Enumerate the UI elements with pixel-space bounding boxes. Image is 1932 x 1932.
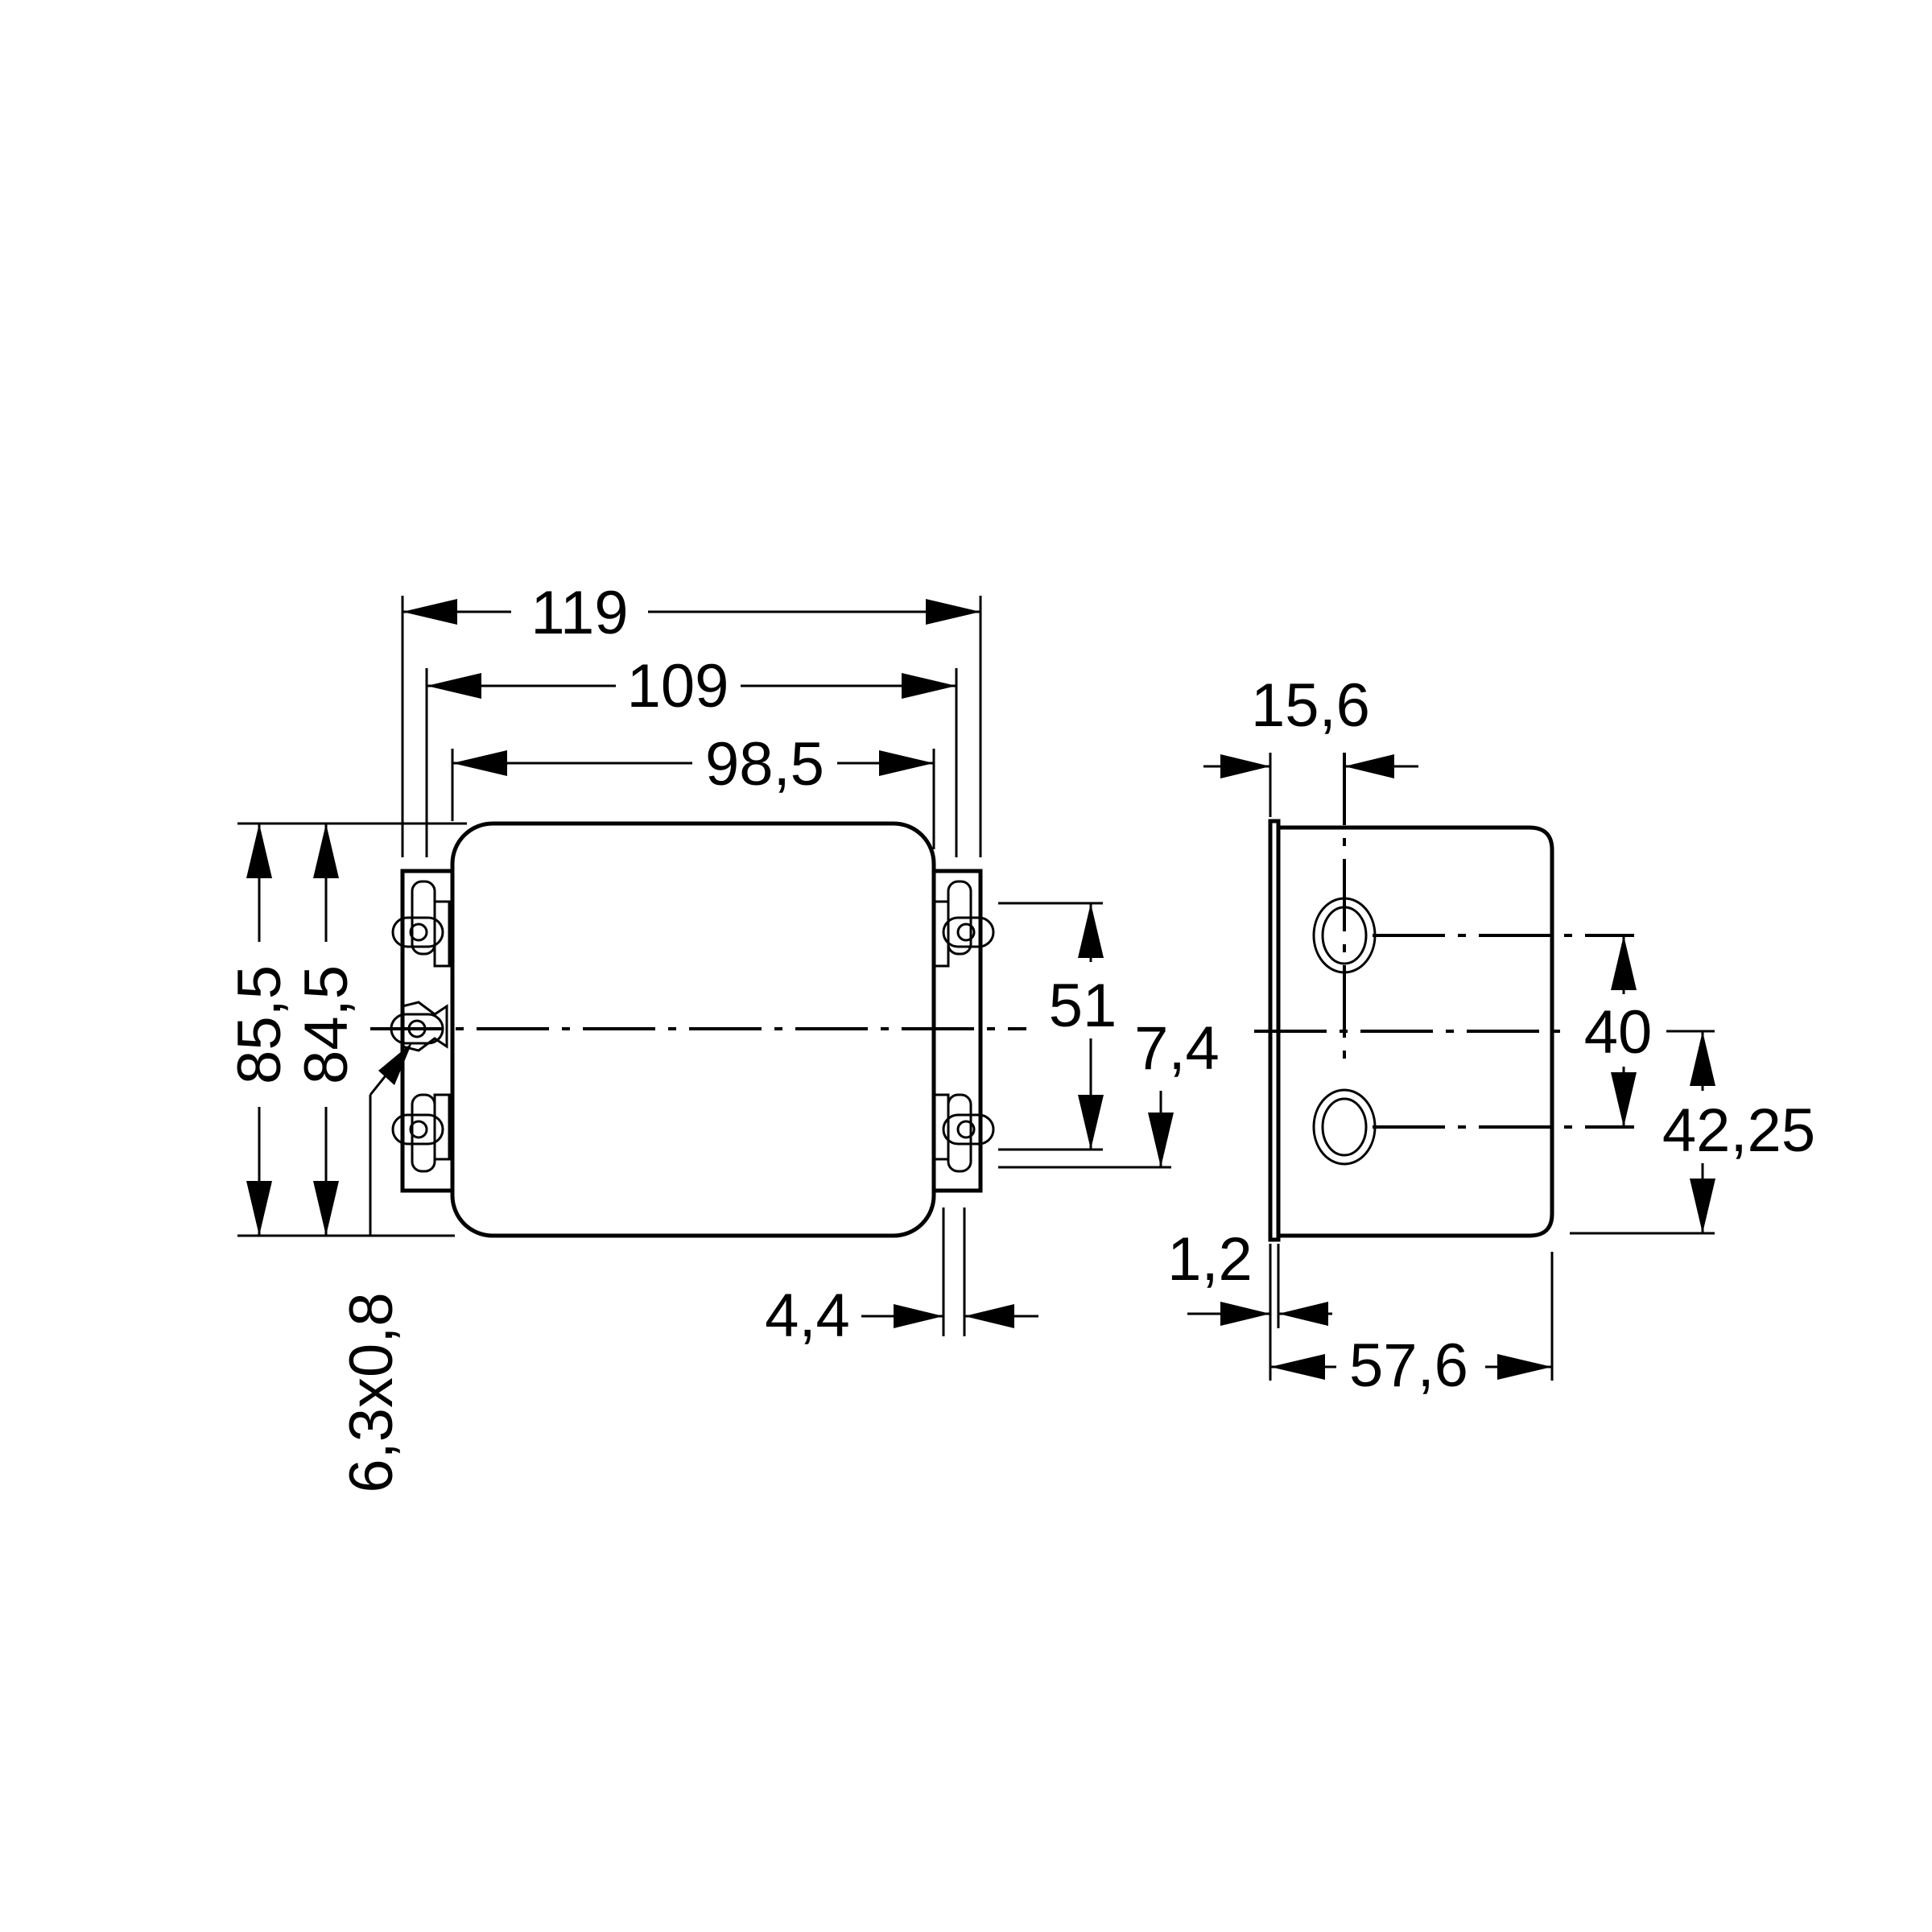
label-51: 51 <box>1049 972 1117 1040</box>
side-terminal-bottom <box>1312 1088 1377 1166</box>
label-40: 40 <box>1584 998 1653 1067</box>
dim-body-height: 84,5 <box>292 824 361 1236</box>
dim-terminal-spacing: 51 <box>1049 903 1117 1150</box>
label-57-6: 57,6 <box>1349 1331 1468 1400</box>
dim-tab-thickness: 4,4 <box>765 1282 1038 1350</box>
dim-body-width: 98,5 <box>452 730 934 799</box>
side-view: 15,6 40 42,25 1,2 <box>1167 671 1815 1400</box>
dim-center-height: 42,25 <box>1662 1031 1815 1233</box>
label-15-6: 15,6 <box>1251 671 1370 740</box>
label-84-5: 84,5 <box>292 965 361 1084</box>
label-terminal-size: 6,3x0,8 <box>337 1292 406 1492</box>
dim-body-depth: 57,6 <box>1270 1331 1552 1400</box>
label-109: 109 <box>627 652 729 720</box>
dim-flange-offset: 7,4 <box>1134 1014 1220 1167</box>
right-terminal-top <box>932 880 995 968</box>
left-terminal-bottom <box>391 1093 451 1173</box>
left-terminal-middle <box>390 1001 448 1052</box>
dim-hole-spacing: 40 <box>1584 935 1653 1127</box>
label-4-4: 4,4 <box>765 1282 850 1350</box>
terminal-leader: 6,3x0,8 <box>337 1042 412 1493</box>
label-42-25: 42,25 <box>1662 1096 1815 1165</box>
dim-flange-thickness: 1,2 <box>1167 1225 1332 1326</box>
right-terminal-bottom <box>932 1093 995 1173</box>
left-terminal-top <box>391 880 451 968</box>
label-1-2: 1,2 <box>1167 1225 1253 1294</box>
label-85-5: 85,5 <box>225 965 294 1084</box>
dim-terminal-offset: 15,6 <box>1203 671 1418 778</box>
label-119: 119 <box>530 579 628 647</box>
dim-overall-width: 119 <box>402 579 980 647</box>
right-mounting-tab <box>931 869 983 1193</box>
front-view: 119 109 98,5 85,5 <box>225 579 1220 1493</box>
label-7-4: 7,4 <box>1134 1014 1220 1083</box>
label-98-5: 98,5 <box>705 730 824 799</box>
dim-mounting-width: 109 <box>427 652 956 720</box>
dim-overall-height: 85,5 <box>225 824 294 1236</box>
